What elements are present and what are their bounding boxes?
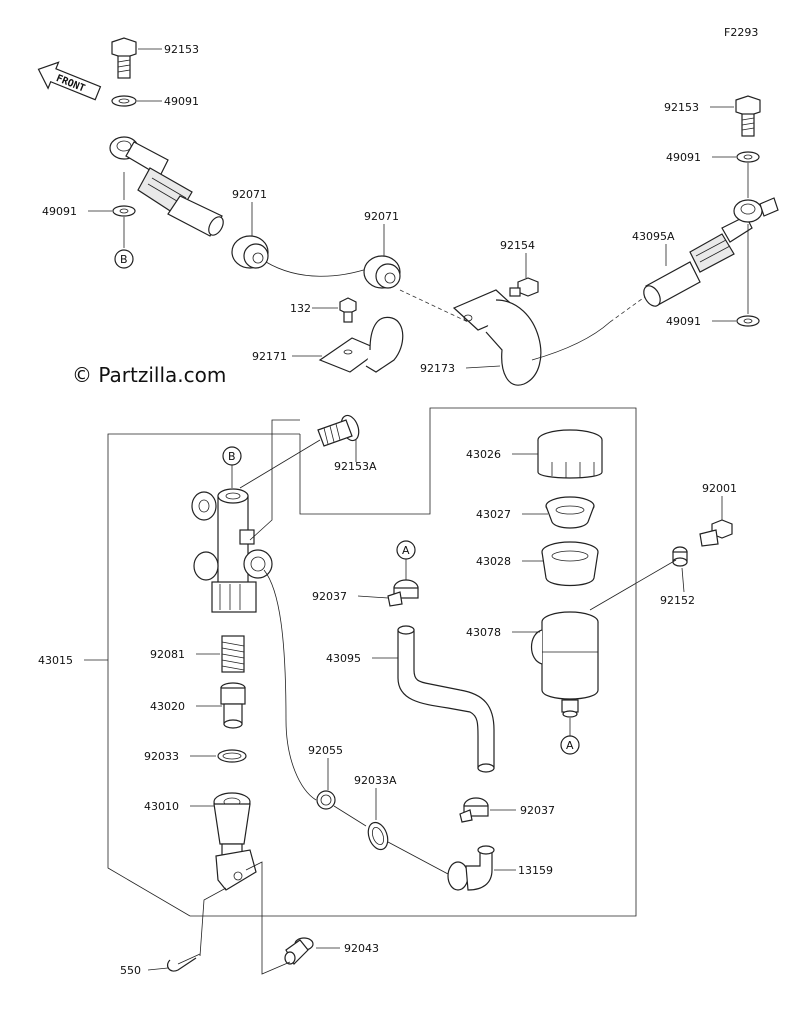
label-49091-right-bottom: 49091 [666, 315, 701, 328]
label-92033: 92033 [144, 750, 179, 763]
washer-49091-right-bottom [736, 315, 760, 327]
label-92153-right: 92153 [664, 101, 699, 114]
svg-text:A: A [402, 544, 410, 557]
grommet-92071-left [231, 235, 269, 269]
label-92153a: 92153A [334, 460, 377, 473]
plate-43027 [545, 496, 595, 529]
label-92043: 92043 [344, 942, 379, 955]
hose-43095 [397, 625, 495, 773]
label-92154: 92154 [500, 239, 535, 252]
label-43020: 43020 [150, 700, 185, 713]
grommet-92071-mid [363, 255, 401, 289]
label-49091-left: 49091 [42, 205, 77, 218]
label-132: 132 [290, 302, 311, 315]
marker-b-top [114, 249, 134, 269]
svg-text:B: B [228, 450, 236, 463]
banjo-fitting-left [109, 136, 224, 237]
clamp-92037-bottom [459, 797, 489, 823]
spring-92081 [221, 635, 245, 673]
label-92055: 92055 [308, 744, 343, 757]
fitting-13159 [447, 845, 495, 891]
oring-92055 [316, 790, 336, 810]
label-92071-mid: 92071 [364, 210, 399, 223]
label-43028: 43028 [476, 555, 511, 568]
marker-a-reservoir [560, 735, 580, 755]
washer-49091-top [111, 95, 137, 107]
label-43010: 43010 [144, 800, 179, 813]
hose-43095a-end [643, 215, 753, 307]
label-92153-left: 92153 [164, 43, 199, 56]
washer-49091-left [112, 205, 136, 217]
label-550: 550 [120, 964, 141, 977]
label-92071-left: 92071 [232, 188, 267, 201]
label-43095a: 43095A [632, 230, 675, 243]
bolt-92153-left [111, 37, 137, 79]
label-92081: 92081 [150, 648, 185, 661]
banjo-fitting-right [733, 197, 779, 223]
label-92173: 92173 [420, 362, 455, 375]
label-43078: 43078 [466, 626, 501, 639]
pushrod-43010 [213, 792, 257, 891]
watermark: © Partzilla.com [72, 363, 226, 387]
label-92171: 92171 [252, 350, 287, 363]
clamp-92037-top [387, 579, 419, 607]
clamp-92171 [318, 316, 404, 373]
assembly-43015-bracket [107, 433, 300, 917]
label-92033a: 92033A [354, 774, 397, 787]
svg-text:B: B [120, 253, 128, 266]
label-92152: 92152 [660, 594, 695, 607]
label-43095: 43095 [326, 652, 361, 665]
label-43026: 43026 [466, 448, 501, 461]
label-49091-top: 49091 [164, 95, 199, 108]
washer-49091-right-top [736, 151, 760, 163]
figure-code: F2293 [724, 26, 758, 39]
label-43015: 43015 [38, 654, 73, 667]
bolt-92153-right [735, 95, 761, 137]
reservoir-43078 [530, 611, 599, 718]
cotter-pin-550 [166, 953, 201, 972]
piston-43020 [220, 682, 246, 729]
label-49091-right-top: 49091 [666, 151, 701, 164]
master-cylinder-body [191, 488, 273, 613]
bracket-92173 [452, 289, 542, 386]
label-13159: 13159 [518, 864, 553, 877]
bolt-92153a [317, 414, 360, 447]
label-43027: 43027 [476, 508, 511, 521]
svg-text:A: A [566, 739, 574, 752]
bolt-132 [339, 297, 357, 323]
bolt-92154 [509, 277, 539, 297]
label-92037-top: 92037 [312, 590, 347, 603]
circlip-92033 [217, 749, 247, 763]
bolt-92001 [699, 519, 733, 547]
diaphragm-43028 [541, 541, 599, 587]
front-arrow-icon: FRONT [37, 61, 102, 101]
label-92001: 92001 [702, 482, 737, 495]
circlip-92033a [367, 821, 389, 851]
label-92037-bottom: 92037 [520, 804, 555, 817]
reservoir-cap-43026 [537, 429, 603, 479]
collar-92152 [672, 546, 688, 567]
pin-92043 [284, 937, 314, 965]
reservoir-frame [190, 407, 637, 917]
